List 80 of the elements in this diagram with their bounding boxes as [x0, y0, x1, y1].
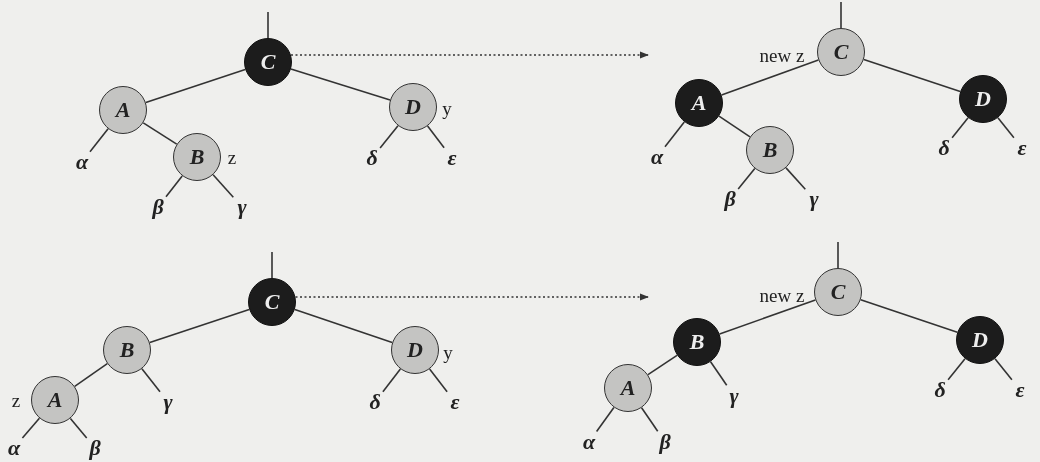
tree-edge: [165, 175, 183, 198]
subtree-label: ε: [447, 147, 457, 169]
subtree-label: β: [152, 196, 164, 218]
tree-edge: [69, 417, 88, 439]
tree-edge: [145, 68, 246, 104]
tree-edge: [271, 251, 273, 279]
tree-node: A: [99, 86, 147, 134]
tree-edge: [382, 368, 402, 393]
arrow: [294, 293, 649, 301]
subtree-label: γ: [163, 391, 173, 413]
tree-edge: [718, 115, 751, 138]
tree-edge: [89, 128, 109, 153]
tree-node: B: [673, 318, 721, 366]
tree-node: D: [959, 75, 1007, 123]
tree-node: A: [604, 364, 652, 412]
subtree-label: δ: [366, 147, 378, 169]
tree-node: B: [103, 326, 151, 374]
node-annotation: z: [227, 147, 237, 167]
tree-edge: [426, 125, 445, 149]
tree-node: C: [248, 278, 296, 326]
node-annotation: y: [442, 98, 452, 118]
subtree-label: γ: [809, 188, 819, 210]
tree-edge: [859, 298, 959, 334]
tree-edge: [737, 167, 756, 190]
tree-edge: [664, 121, 686, 148]
tree-edge: [73, 362, 109, 388]
subtree-label: δ: [934, 379, 946, 401]
tree-edge: [994, 357, 1013, 381]
tree-edge: [212, 174, 235, 199]
subtree-label: γ: [237, 196, 247, 218]
tree-edge: [951, 117, 969, 139]
tree-edge: [428, 368, 448, 393]
subtree-label: ε: [1017, 137, 1027, 159]
tree-edge: [840, 1, 842, 29]
subtree-label: α: [76, 151, 89, 173]
node-annotation: new z: [759, 45, 805, 65]
tree-node: D: [389, 83, 437, 131]
tree-edge: [640, 407, 659, 433]
tree-edge: [294, 308, 393, 344]
tree-edge: [21, 417, 41, 439]
subtree-label: α: [651, 146, 664, 168]
arrow: [290, 51, 649, 59]
node-annotation: new z: [759, 285, 805, 305]
tree-edge: [595, 406, 615, 433]
subtree-label: ε: [450, 391, 460, 413]
tree-node: C: [814, 268, 862, 316]
subtree-label: γ: [729, 385, 739, 407]
subtree-label: β: [89, 437, 101, 459]
subtree-label: δ: [938, 137, 950, 159]
tree-edge: [379, 124, 399, 149]
tree-node: B: [173, 133, 221, 181]
tree-edge: [290, 68, 391, 101]
subtree-label: α: [8, 437, 21, 459]
tree-edge: [267, 11, 269, 39]
tree-edge: [142, 122, 178, 145]
tree-edge: [709, 361, 728, 387]
subtree-label: β: [724, 188, 736, 210]
tree-edge: [947, 357, 966, 381]
tree-edge: [997, 117, 1015, 139]
tree-node: D: [956, 316, 1004, 364]
node-annotation: z: [11, 390, 21, 410]
subtree-label: α: [583, 431, 596, 453]
tree-edge: [785, 167, 807, 191]
tree-node: D: [391, 326, 439, 374]
subtree-label: β: [659, 431, 671, 453]
subtree-label: ε: [1015, 379, 1025, 401]
tree-edge: [149, 308, 250, 344]
tree-edge: [837, 241, 839, 269]
tree-node: C: [244, 38, 292, 86]
subtree-label: δ: [369, 391, 381, 413]
tree-edge: [647, 354, 678, 376]
tree-node: C: [817, 28, 865, 76]
tree-node: B: [746, 126, 794, 174]
node-annotation: y: [443, 342, 453, 362]
tree-edge: [141, 368, 161, 393]
tree-node: A: [675, 79, 723, 127]
tree-edge: [720, 59, 820, 96]
tree-edge: [718, 299, 817, 335]
tree-edge: [863, 58, 961, 93]
tree-node: A: [31, 376, 79, 424]
